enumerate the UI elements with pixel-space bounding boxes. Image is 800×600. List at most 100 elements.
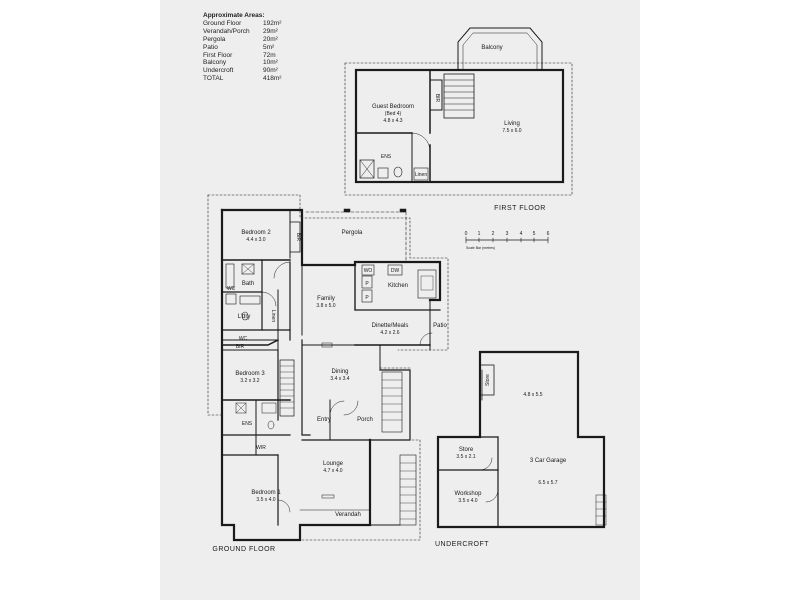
scale-bar-labels: 0 1 2 3 4 5 6 Scale Bar (metres) — [465, 231, 550, 250]
pantry-label: P — [365, 281, 369, 287]
ground-stair — [279, 359, 295, 417]
workshop-label: Workshop — [455, 491, 483, 497]
scale-tick-label: 1 — [478, 231, 481, 237]
bath-wc-label: WC — [227, 286, 236, 292]
bir-mid-closet — [221, 339, 279, 351]
pantry-1 — [361, 275, 373, 289]
toilet-fixture — [393, 166, 403, 178]
scale-tick-label: 6 — [547, 231, 550, 237]
area-label: Pergola — [203, 35, 226, 43]
patio-label: Patio — [433, 323, 447, 329]
first-floor-walls — [354, 68, 565, 184]
area-value: 72m — [263, 51, 276, 59]
area-value: 29m² — [263, 27, 278, 35]
area-row: Pergola 20m² — [203, 36, 291, 44]
undercroft-caption: UNDERCROFT — [435, 541, 489, 548]
ground-floor-caption: GROUND FLOOR — [212, 546, 275, 553]
undercroft-plan — [436, 350, 607, 529]
first-floor-stair — [443, 73, 475, 119]
bedroom1-dims: 3.5 x 4.0 — [256, 497, 275, 503]
area-value: 192m² — [263, 19, 282, 27]
garage-dims: 6.5 x 5.7 — [538, 480, 557, 486]
area-row: Verandah/Porch 29m² — [203, 28, 291, 36]
bedroom2-dims: 4.4 x 3.0 — [246, 237, 265, 243]
scale-bar-note: Scale Bar (metres) — [466, 246, 495, 250]
ground-floor-labels: Bedroom 2 4.4 x 3.0 BIR Pergola Bath WC … — [212, 230, 447, 553]
undercroft-store-dims: 3.5 x 2.1 — [456, 454, 475, 460]
verandah-label: Verandah — [335, 512, 361, 518]
ground-floor-plan — [207, 194, 449, 542]
shower-fixture — [359, 159, 375, 179]
area-label: Undercroft — [203, 67, 234, 75]
dinette-label: Dinette/Meals — [372, 323, 409, 329]
first-floor-bir-label: BIR — [434, 94, 440, 103]
bedroom3-label: Bedroom 3 — [235, 371, 265, 377]
porch-stair — [381, 371, 403, 433]
scale-tick-label: 0 — [465, 231, 468, 237]
balcony-inner-outline — [462, 32, 538, 71]
linen-cupboard — [413, 167, 429, 181]
first-floor-dashed-outline — [344, 62, 573, 196]
first-floor-plan — [344, 27, 573, 196]
kitchen-label: Kitchen — [388, 283, 408, 289]
first-floor-linen-label: Linen — [415, 172, 427, 178]
area-value: 418m² — [263, 75, 282, 83]
undercroft-area-dims: 4.8 x 5.5 — [523, 392, 542, 398]
area-label: Ground Floor — [203, 19, 242, 27]
scale-bar — [465, 236, 549, 244]
area-value: 5m² — [263, 43, 275, 51]
scale-tick-label: 4 — [520, 231, 523, 237]
lounge-label: Lounge — [323, 461, 344, 467]
balcony-label: Balcony — [481, 45, 502, 51]
area-label: Verandah/Porch — [203, 27, 250, 35]
guest-bedroom-label: Guest Bedroom — [372, 104, 414, 110]
wall-oven-label: WO — [364, 268, 373, 274]
area-value: 10m² — [263, 59, 278, 67]
verandah-stair — [399, 454, 417, 526]
bath-tub — [225, 263, 235, 289]
undercroft-labels: Store 4.8 x 5.5 Store 3.5 x 2.1 3 Car Ga… — [435, 374, 567, 548]
bedroom2-label: Bedroom 2 — [241, 230, 271, 236]
area-value: 90m² — [263, 67, 278, 75]
garage-label: 3 Car Garage — [530, 458, 567, 464]
ground-ens-label: ENS — [242, 421, 253, 427]
bir-closet — [429, 79, 443, 111]
laundry-label: L'dry — [238, 314, 251, 320]
bedroom3-dims: 3.2 x 3.2 — [240, 378, 259, 384]
wall-oven — [361, 264, 375, 276]
scale-tick-label: 3 — [506, 231, 509, 237]
guest-bedroom-note: (Bed 4) — [385, 111, 402, 117]
living-label: Living — [504, 121, 520, 127]
area-label: Balcony — [203, 59, 227, 67]
bath-label: Bath — [242, 281, 254, 287]
pergola-post — [399, 208, 407, 213]
dishwasher-label: DW — [391, 268, 400, 274]
porch-label: Porch — [357, 417, 373, 423]
dining-label: Dining — [331, 369, 348, 375]
workshop-dims: 3.5 x 4.0 — [458, 498, 477, 504]
lounge-dims: 4.7 x 4.0 — [323, 468, 342, 474]
pantry-2 — [361, 289, 373, 303]
undercroft-stair — [595, 494, 607, 526]
first-floor-caption: FIRST FLOOR — [494, 205, 546, 212]
family-label: Family — [317, 296, 335, 302]
bedroom1-label: Bedroom 1 — [251, 490, 281, 496]
area-value: 20m² — [263, 35, 278, 43]
laundry-fixture — [241, 311, 249, 321]
mid-bir-label: BIR — [236, 344, 245, 350]
kitchen-bench — [417, 269, 437, 299]
living-dims: 7.5 x 6.0 — [502, 128, 521, 134]
vanity-fixture — [377, 167, 389, 179]
bir-closet-bedroom2 — [289, 221, 301, 253]
balcony-outline — [457, 27, 543, 71]
entry-label: Entry — [317, 417, 331, 423]
scale-tick-label: 2 — [492, 231, 495, 237]
guest-bedroom-dims: 4.8 x 4.3 — [383, 118, 402, 124]
undercroft-store-label: Store — [459, 447, 474, 453]
